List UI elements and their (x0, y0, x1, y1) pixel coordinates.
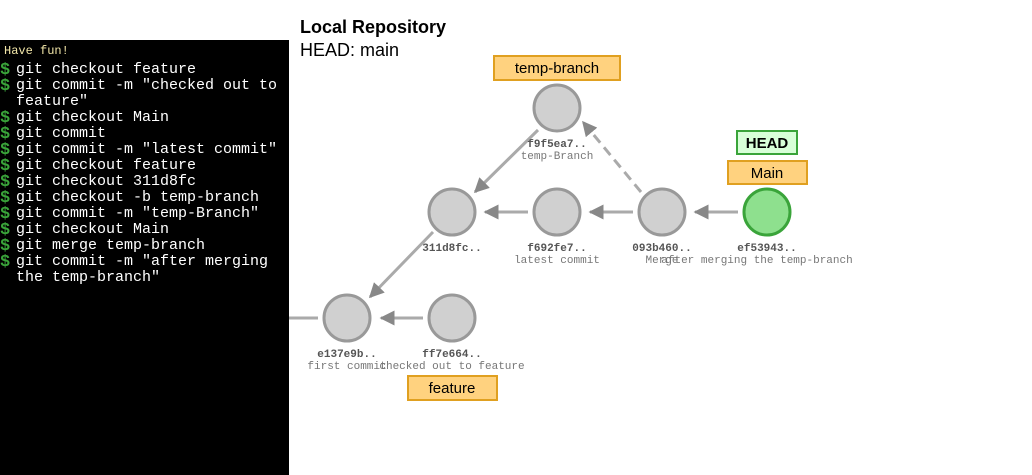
command-text: git commit -m "after merging the temp-br… (16, 253, 278, 286)
commit-msg-ff7e664: checked out to feature (379, 361, 524, 373)
command-text: git commit -m "temp-Branch" (16, 205, 260, 222)
prompt-dollar-icon: $ (0, 189, 11, 208)
prompt-dollar-icon: $ (0, 125, 11, 144)
commit-hash-311d8fc: 311d8fc.. (422, 243, 481, 255)
terminal-command-line: $ git checkout 311d8fc (0, 173, 289, 192)
terminal-command-line: $ git commit (0, 125, 289, 144)
prompt-dollar-icon: $ (0, 141, 11, 160)
repo-title: Local Repository (300, 17, 447, 37)
terminal-command-line: $ git commit -m "after merging the temp-b… (0, 254, 289, 286)
command-text: git checkout feature (16, 61, 197, 78)
terminal-command-line: $ git merge temp-branch (0, 237, 289, 256)
command-text: git commit (16, 125, 107, 142)
terminal-command-line: $ git checkout Main (0, 109, 289, 128)
branch-label-main[interactable]: Main (727, 160, 808, 185)
prompt-dollar-icon: $ (0, 205, 11, 224)
prompt-dollar-icon: $ (0, 109, 11, 128)
terminal-command-line: $ git checkout feature (0, 61, 289, 80)
prompt-dollar-icon: $ (0, 61, 11, 80)
prompt-dollar-icon: $ (0, 173, 11, 192)
edge-f9f5ea7-311d8fc (473, 128, 540, 194)
commit-hash-ef53943: ef53943.. (737, 243, 796, 255)
terminal-command-line: $ git checkout Main (0, 221, 289, 240)
command-text: git checkout 311d8fc (16, 173, 197, 190)
terminal-history: $ git checkout feature $ git commit -m "che… (0, 62, 289, 286)
terminal-command-line: $ git commit -m "latest commit" (0, 141, 289, 160)
command-text: git checkout feature (16, 157, 197, 174)
branch-label-temp-branch[interactable]: temp-branch (493, 55, 621, 81)
command-text: git checkout Main (16, 109, 170, 126)
terminal-command-line: $ git checkout feature (0, 157, 289, 176)
commit-msg-e137e9b: first commit (307, 361, 386, 373)
commit-msg-093b460: Merge (645, 255, 678, 267)
commit-msg-f692fe7: latest commit (514, 255, 600, 267)
commit-node-f9f5ea7[interactable] (532, 83, 582, 133)
edge-311d8fc-e137e9b (368, 230, 435, 299)
branch-label-feature[interactable]: feature (407, 375, 498, 401)
commit-node-e137e9b[interactable] (322, 293, 372, 343)
command-text: git commit -m "latest commit" (16, 141, 278, 158)
terminal-panel[interactable]: Have fun! $ git checkout feature $ git comm… (0, 40, 289, 475)
commit-msg-ef53943: after merging the temp-branch (661, 255, 852, 267)
commit-hash-f9f5ea7: f9f5ea7.. (527, 139, 586, 151)
commit-node-ef53943[interactable] (742, 187, 792, 237)
branch-label-text: Main (751, 165, 784, 182)
head-label-text: HEAD (746, 135, 789, 152)
prompt-dollar-icon: $ (0, 77, 11, 96)
commit-node-311d8fc[interactable] (427, 187, 477, 237)
commit-node-093b460[interactable] (637, 187, 687, 237)
terminal-command-line: $ git checkout -b temp-branch (0, 189, 289, 208)
branch-label-text: temp-branch (515, 60, 599, 77)
command-text: git checkout -b temp-branch (16, 189, 260, 206)
terminal-welcome: Have fun! (4, 44, 69, 58)
terminal-command-line: $ git commit -m "temp-Branch" (0, 205, 289, 224)
commit-hash-ff7e664: ff7e664.. (422, 349, 481, 361)
command-text: git commit -m "checked out to feature" (16, 77, 287, 110)
command-text: git checkout Main (16, 221, 170, 238)
prompt-dollar-icon: $ (0, 237, 11, 256)
prompt-dollar-icon: $ (0, 221, 11, 240)
command-text: git merge temp-branch (16, 237, 206, 254)
commit-hash-093b460: 093b460.. (632, 243, 691, 255)
head-label[interactable]: HEAD (736, 130, 798, 155)
prompt-dollar-icon: $ (0, 253, 11, 272)
commit-hash-e137e9b: e137e9b.. (317, 349, 376, 361)
commit-msg-f9f5ea7: temp-Branch (521, 151, 594, 163)
terminal-command-line: $ git commit -m "checked out to feature" (0, 78, 289, 110)
commit-hash-f692fe7: f692fe7.. (527, 243, 586, 255)
prompt-dollar-icon: $ (0, 157, 11, 176)
repo-head: HEAD: main (300, 40, 400, 60)
commit-node-ff7e664[interactable] (427, 293, 477, 343)
branch-label-text: feature (429, 380, 476, 397)
commit-node-f692fe7[interactable] (532, 187, 582, 237)
